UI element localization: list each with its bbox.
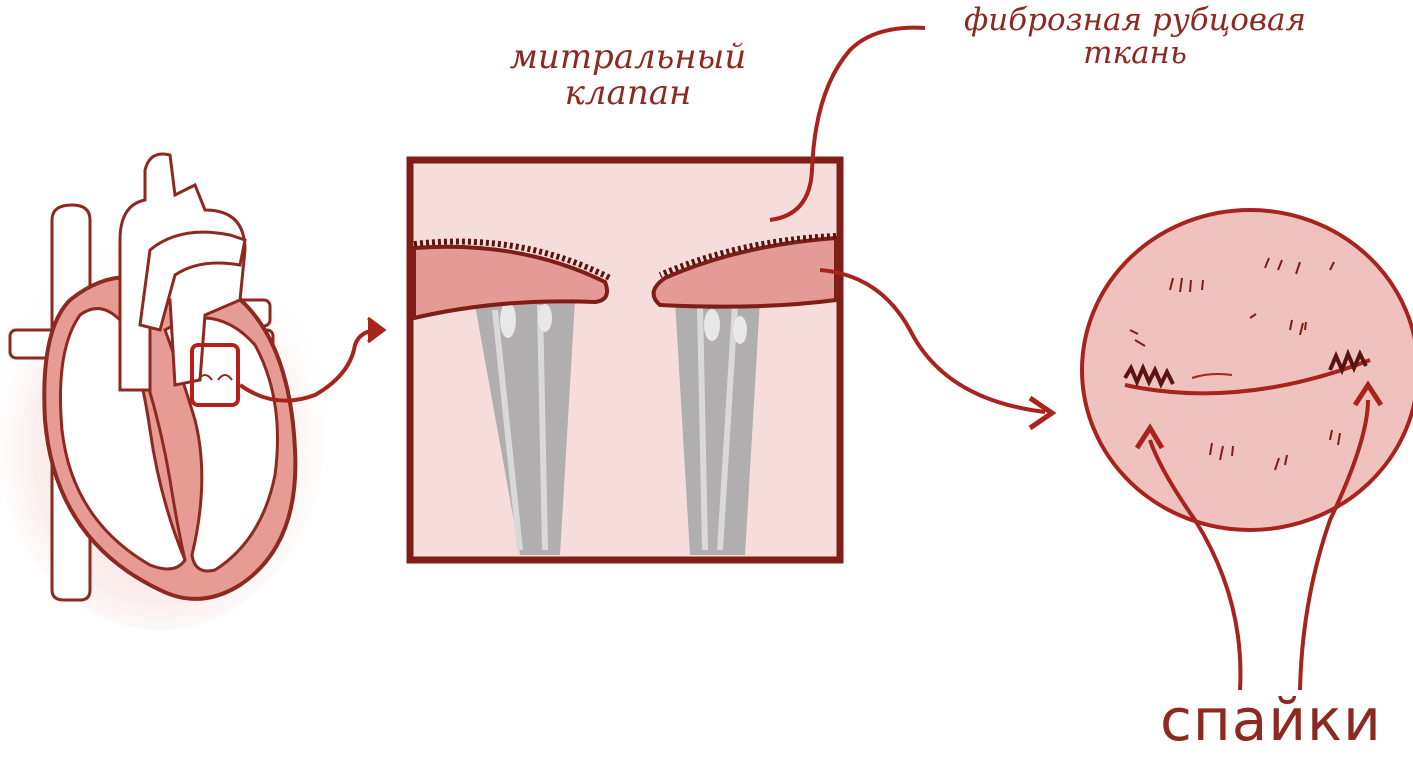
fibrous-tissue-label-line2: ткань <box>905 37 1365 70</box>
heart-illustration <box>0 154 325 630</box>
adhesions-label: спайки <box>1160 690 1380 751</box>
valve-orifice-view <box>1082 210 1413 530</box>
fibrous-tissue-label-line1: фиброзная рубцовая <box>905 4 1365 37</box>
mitral-valve-label-line1: митральный <box>488 40 768 76</box>
mitral-valve-label-line2: клапан <box>488 76 768 112</box>
fibrous-tissue-label: фиброзная рубцовая ткань <box>905 4 1365 69</box>
arrow-head-icon <box>368 318 384 342</box>
mitral-valve-label: митральный клапан <box>488 40 768 111</box>
arrow-valve-to-orifice <box>820 270 1045 412</box>
